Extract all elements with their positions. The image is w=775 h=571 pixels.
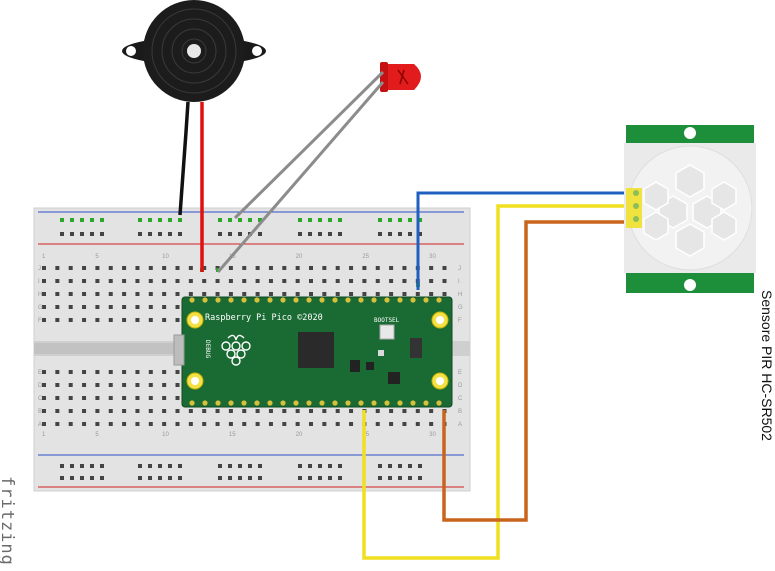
pico-title: Raspberry Pi Pico ©2020 bbox=[205, 313, 323, 323]
row-letter: F bbox=[458, 318, 462, 324]
column-number: 5 bbox=[95, 432, 99, 438]
row-letter: A bbox=[458, 422, 462, 428]
pico-rp2040-chip bbox=[298, 332, 334, 368]
raspberry-pi-pico bbox=[173, 296, 453, 408]
column-number: 20 bbox=[296, 432, 303, 438]
row-letter: C bbox=[38, 396, 43, 402]
blue-wire bbox=[416, 191, 636, 290]
sensor-label-text: Sensore PIR HC-SR502 bbox=[759, 290, 775, 441]
row-letter: D bbox=[38, 383, 43, 389]
column-number: 5 bbox=[95, 254, 99, 260]
piezo-buzzer bbox=[122, 0, 266, 102]
sensor-label: Sensore PIR HC-SR502 bbox=[755, 290, 775, 480]
row-letter: B bbox=[458, 409, 462, 415]
raspberry-logo bbox=[221, 334, 251, 366]
bootsel-button bbox=[379, 324, 395, 340]
yellow-wire bbox=[362, 204, 636, 560]
row-letter: J bbox=[38, 266, 41, 272]
row-letter: H bbox=[38, 292, 42, 298]
column-number: 25 bbox=[362, 254, 369, 260]
pir-sensor bbox=[624, 125, 756, 293]
column-number: 25 bbox=[362, 432, 369, 438]
row-letter: C bbox=[458, 396, 463, 402]
column-number: 15 bbox=[229, 432, 236, 438]
row-letter: A bbox=[38, 422, 42, 428]
row-letter: H bbox=[458, 292, 462, 298]
row-letter: E bbox=[38, 370, 42, 376]
row-letter: F bbox=[38, 318, 42, 324]
column-number: 30 bbox=[429, 254, 436, 260]
channel-shadow bbox=[34, 343, 184, 354]
fritzing-brand: fritzing bbox=[0, 476, 18, 566]
pico-usb-port bbox=[173, 334, 185, 366]
row-letter: J bbox=[458, 266, 461, 272]
fritzing-brand-text: fritzing bbox=[0, 476, 17, 566]
column-number: 30 bbox=[429, 432, 436, 438]
debug-label: DEBUG bbox=[204, 340, 211, 358]
column-number: 1 bbox=[42, 432, 46, 438]
column-number: 10 bbox=[162, 432, 169, 438]
orange-wire bbox=[442, 220, 636, 522]
row-letter: I bbox=[38, 279, 40, 285]
bootsel-label: BOOTSEL bbox=[374, 317, 400, 324]
row-letter: G bbox=[458, 305, 463, 311]
row-letter: I bbox=[458, 279, 460, 285]
column-number: 1 bbox=[42, 254, 46, 260]
row-letters: J J I I H H G G F F E E D D C C B B A A bbox=[38, 266, 463, 428]
led-leg-2 bbox=[216, 81, 385, 273]
row-letter: B bbox=[38, 409, 42, 415]
buzzer-black-wire bbox=[178, 101, 190, 216]
column-number: 10 bbox=[162, 254, 169, 260]
row-letter: D bbox=[458, 383, 463, 389]
led-leg-1 bbox=[233, 70, 385, 220]
row-letter: E bbox=[458, 370, 462, 376]
column-number: 20 bbox=[296, 254, 303, 260]
row-letter: G bbox=[38, 305, 43, 311]
red-led bbox=[380, 62, 421, 92]
